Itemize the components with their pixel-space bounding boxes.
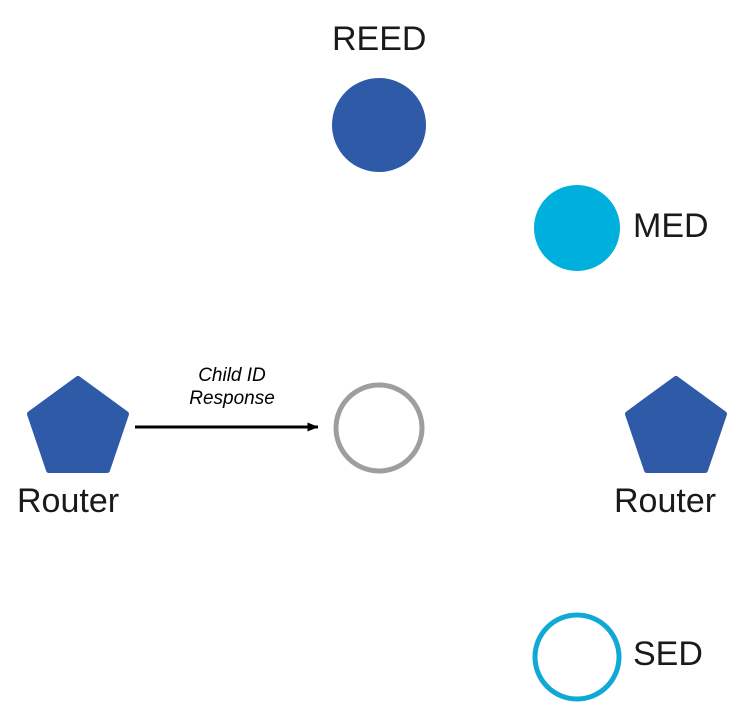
node-joiner-circle[interactable] bbox=[333, 382, 425, 474]
node-label-med: MED bbox=[633, 207, 709, 245]
node-label-reed: REED bbox=[332, 20, 427, 58]
node-med-circle[interactable] bbox=[534, 185, 620, 271]
node-router-left-pentagon[interactable] bbox=[27, 376, 129, 473]
node-router-right-pentagon[interactable] bbox=[625, 376, 727, 473]
node-label-sed: SED bbox=[633, 635, 703, 673]
node-label-router-left: Router bbox=[17, 482, 120, 520]
node-sed-circle[interactable] bbox=[532, 612, 622, 702]
node-label-router-right: Router bbox=[614, 482, 717, 520]
edge-label-child-id-response: Child ID Response bbox=[189, 365, 275, 409]
node-reed-circle[interactable] bbox=[332, 78, 426, 172]
